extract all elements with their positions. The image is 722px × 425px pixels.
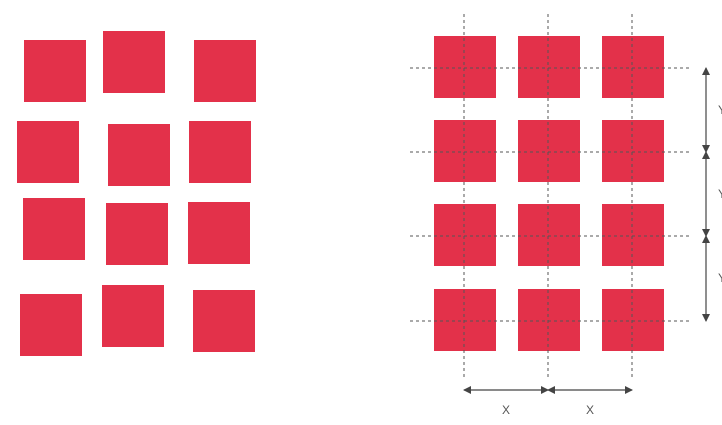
square	[194, 40, 256, 102]
grid-square	[602, 289, 664, 351]
horizontal-spacing-label: X	[586, 403, 594, 417]
grid-square	[518, 289, 580, 351]
grid-square	[518, 120, 580, 182]
grid-square	[602, 36, 664, 98]
grid-square	[602, 120, 664, 182]
square	[103, 31, 165, 93]
aligned-grid: X X Y Y Y	[410, 14, 722, 417]
square	[102, 285, 164, 347]
square	[106, 203, 168, 265]
square	[108, 124, 170, 186]
grid-square	[434, 289, 496, 351]
square	[23, 198, 85, 260]
grid-square	[434, 204, 496, 266]
horizontal-spacing-label: X	[502, 403, 510, 417]
square	[17, 121, 79, 183]
square	[189, 121, 251, 183]
vertical-spacing-label: Y	[718, 103, 722, 117]
grid-square	[518, 36, 580, 98]
grid-square	[434, 36, 496, 98]
square	[20, 294, 82, 356]
irregular-grid	[17, 31, 256, 356]
square	[24, 40, 86, 102]
square	[188, 202, 250, 264]
vertical-spacing-label: Y	[718, 187, 722, 201]
vertical-spacing-label: Y	[718, 271, 722, 285]
grid-square	[518, 204, 580, 266]
square	[193, 290, 255, 352]
grid-square	[602, 204, 664, 266]
grid-square	[434, 120, 496, 182]
